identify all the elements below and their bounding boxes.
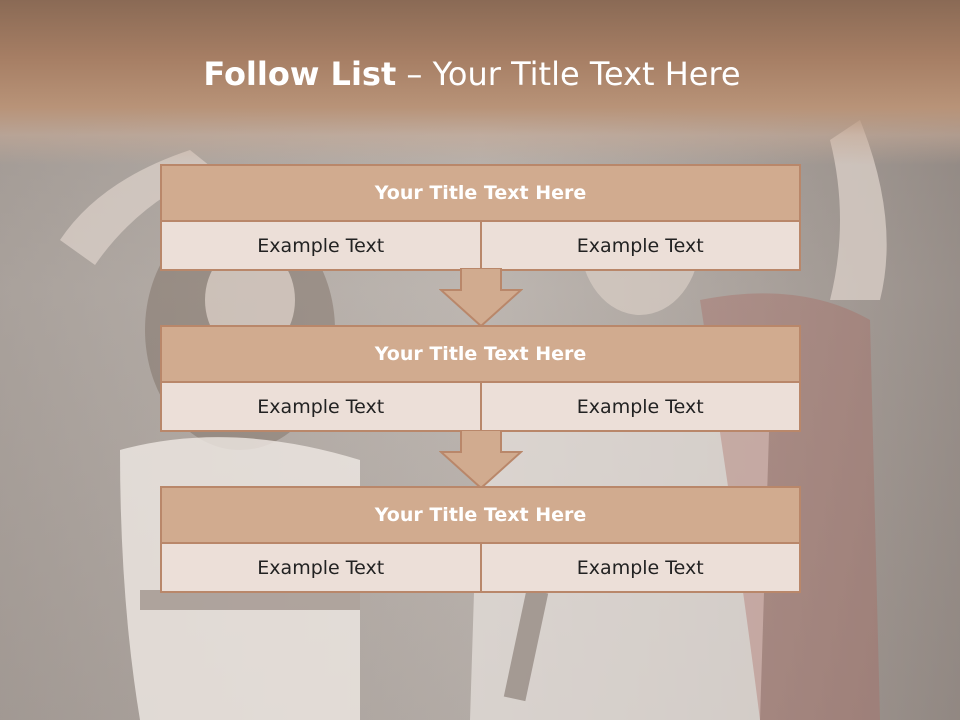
block-title[interactable]: Your Title Text Here xyxy=(160,486,801,544)
block-title[interactable]: Your Title Text Here xyxy=(160,164,801,222)
block-row: Example Text Example Text xyxy=(160,544,801,593)
block-cell-right[interactable]: Example Text xyxy=(481,222,801,271)
slide-title: Follow List – Your Title Text Here xyxy=(0,55,944,93)
block-title[interactable]: Your Title Text Here xyxy=(160,325,801,383)
follow-block-1: Your Title Text Here Example Text Exampl… xyxy=(160,164,801,271)
follow-block-2: Your Title Text Here Example Text Exampl… xyxy=(160,325,801,432)
down-arrow-icon xyxy=(439,268,523,328)
header-band xyxy=(0,0,960,165)
slide-title-bold: Follow List xyxy=(203,55,397,93)
block-cell-left[interactable]: Example Text xyxy=(160,222,482,271)
block-cell-right[interactable]: Example Text xyxy=(481,383,801,432)
down-arrow-icon xyxy=(439,430,523,490)
slide-title-rest: – Your Title Text Here xyxy=(396,55,741,93)
block-cell-right[interactable]: Example Text xyxy=(481,544,801,593)
block-row: Example Text Example Text xyxy=(160,222,801,271)
block-cell-left[interactable]: Example Text xyxy=(160,383,482,432)
block-row: Example Text Example Text xyxy=(160,383,801,432)
block-cell-left[interactable]: Example Text xyxy=(160,544,482,593)
follow-block-3: Your Title Text Here Example Text Exampl… xyxy=(160,486,801,593)
